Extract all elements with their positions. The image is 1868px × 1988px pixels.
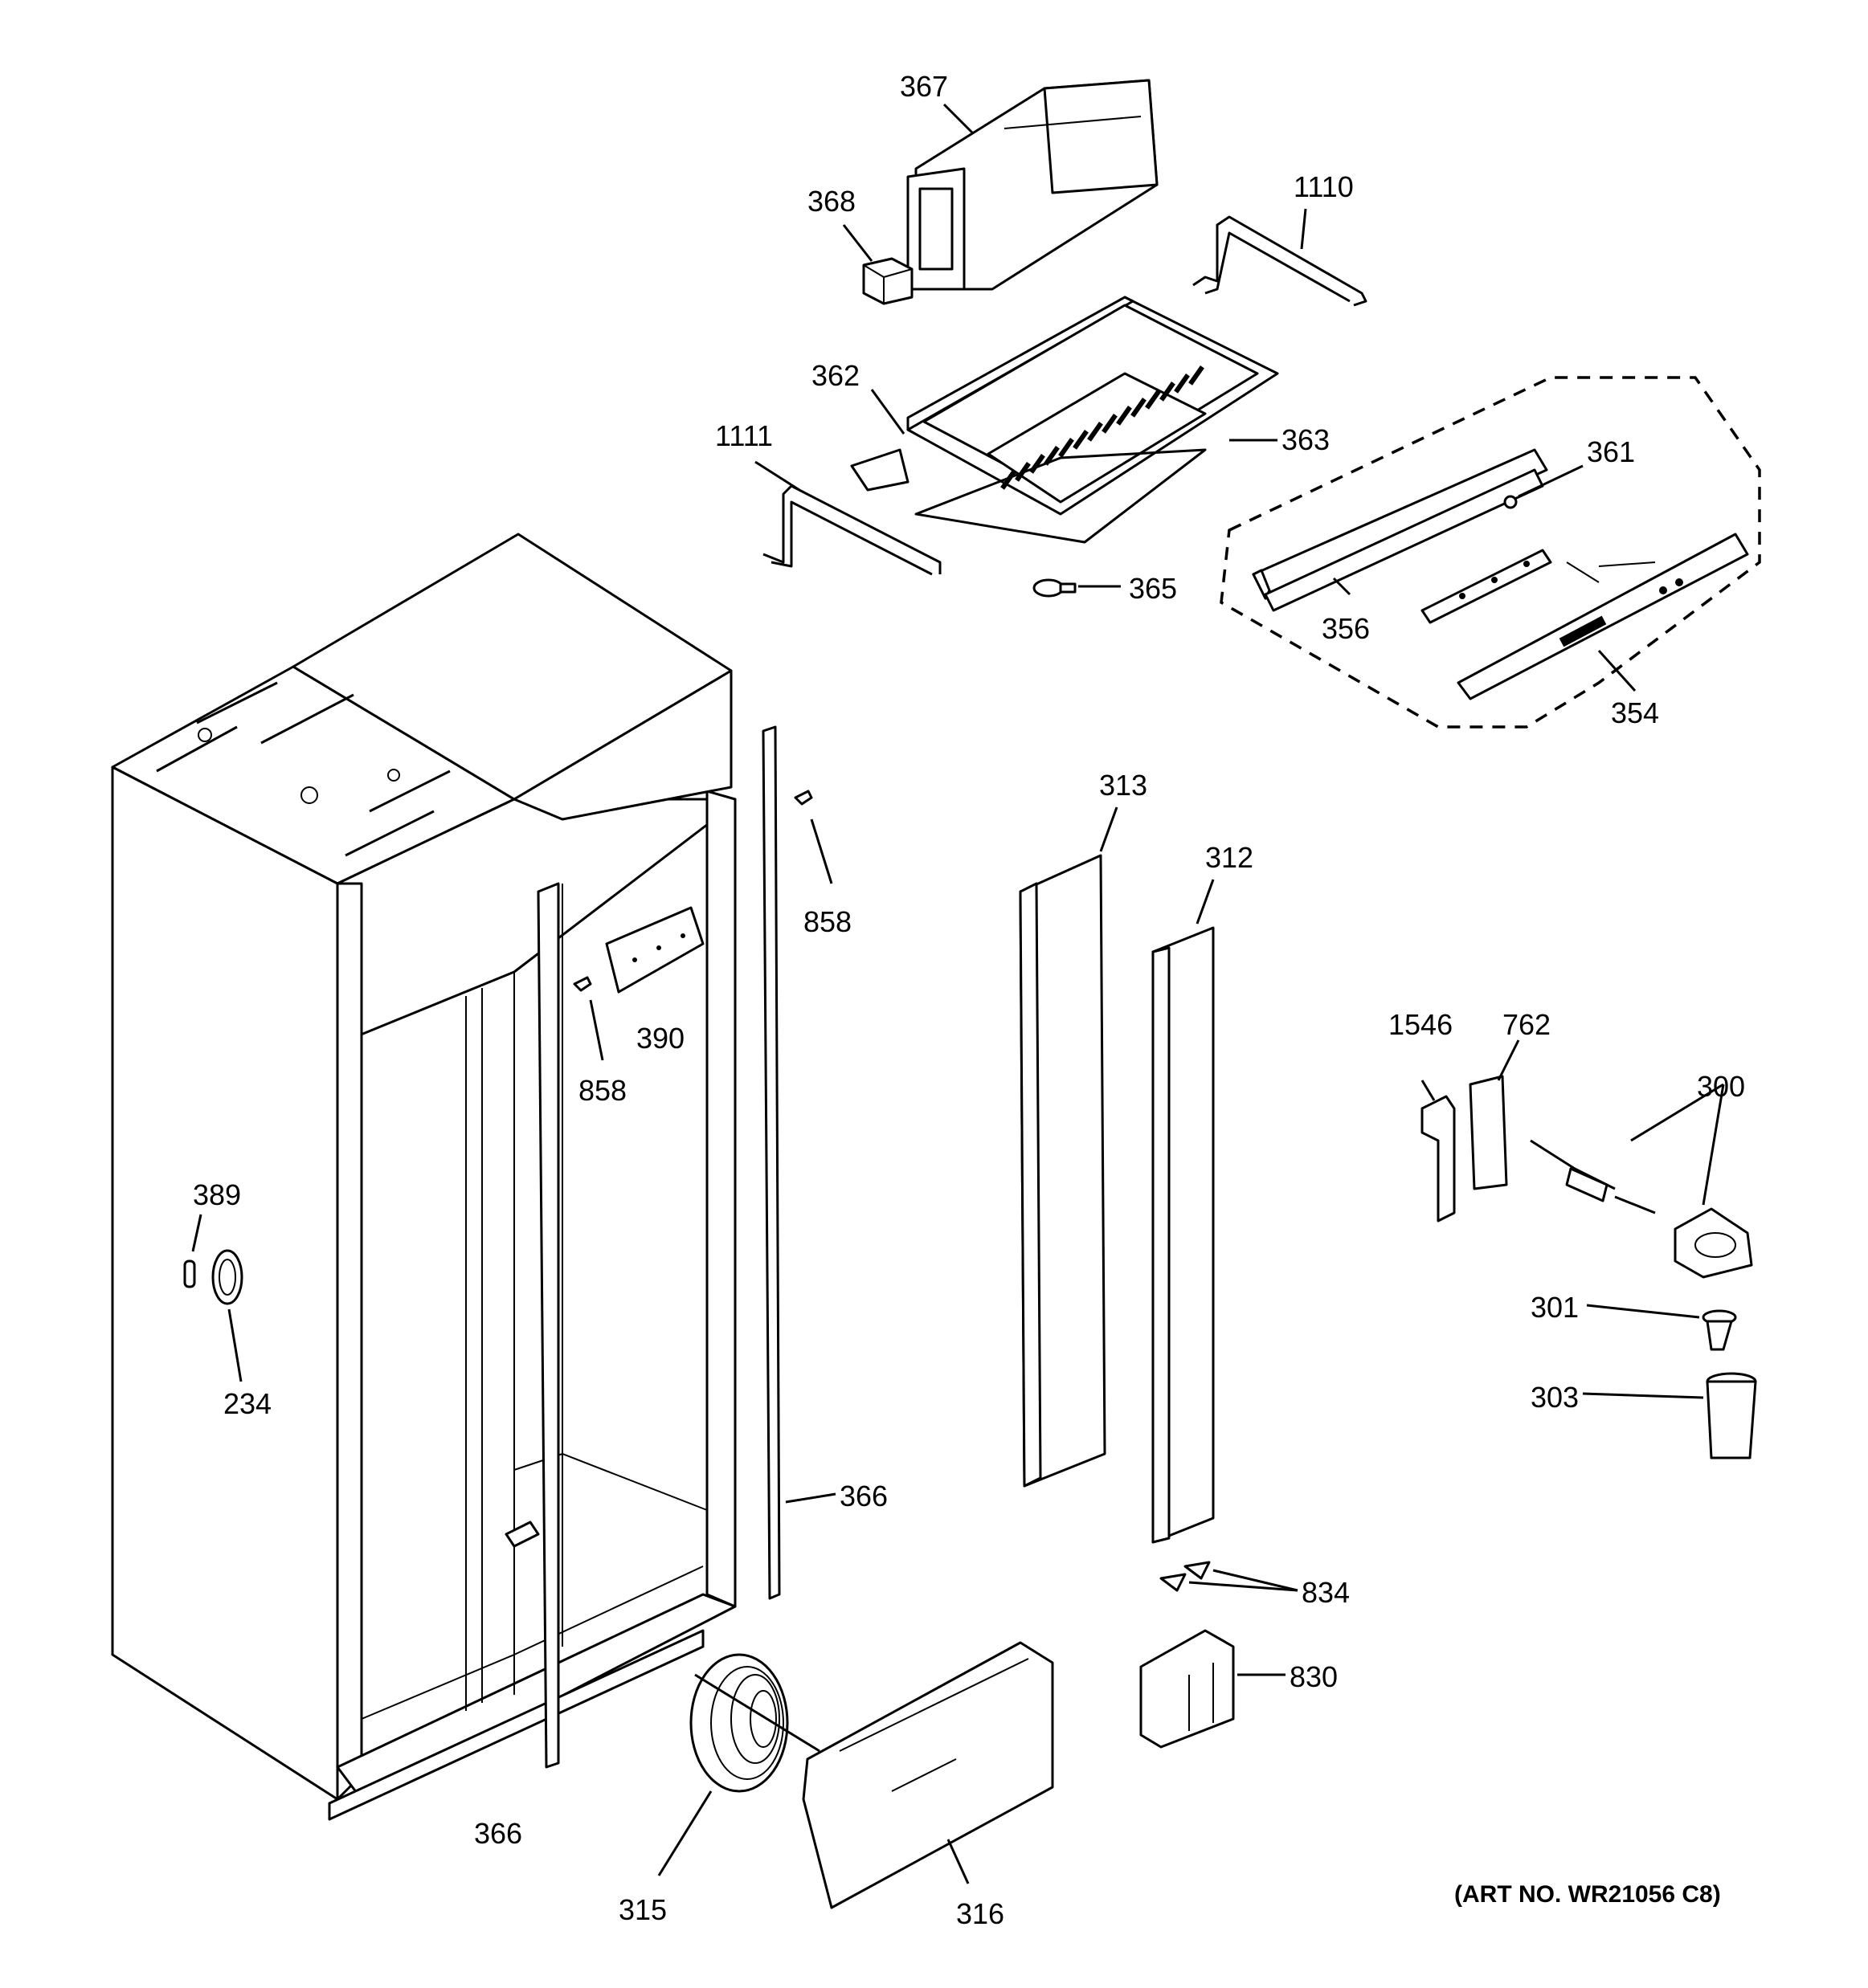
part-366-strip-right: [762, 725, 836, 1600]
label-313: 313: [1099, 769, 1147, 802]
part-362-housing: [850, 296, 1279, 516]
vent-slot: [1000, 469, 1016, 490]
part-303-filter: [1582, 1372, 1757, 1459]
control-panel: [1457, 533, 1749, 700]
part-368-block: [862, 257, 914, 305]
part-830-bracket: [1139, 1629, 1286, 1749]
label-356: 356: [1322, 612, 1370, 645]
part-300-valve: [1530, 1083, 1753, 1279]
part-234-grille: [211, 1249, 243, 1382]
label-362: 362: [811, 359, 860, 392]
part-390-plate: [605, 906, 705, 994]
label-363: 363: [1281, 423, 1330, 456]
label-366-front: 366: [474, 1817, 522, 1850]
label-762: 762: [1502, 1008, 1551, 1041]
part-315-fan: [657, 1653, 820, 1876]
part-858-screw-b: [573, 976, 604, 1061]
part-1111-bracket: [762, 484, 942, 576]
label-301: 301: [1531, 1291, 1579, 1324]
label-389: 389: [193, 1178, 241, 1211]
part-366-strip-front: [537, 882, 560, 1769]
part-312-channel: [1151, 879, 1215, 1544]
label-312: 312: [1205, 841, 1253, 874]
art-number: (ART NO. WR21056 C8): [1454, 1881, 1721, 1908]
control-board: [1420, 549, 1552, 624]
part-389-plug: [183, 1214, 202, 1288]
part-367-duct: [906, 79, 1159, 291]
label-390: 390: [636, 1022, 685, 1055]
vent-slot: [1058, 438, 1074, 458]
part-762-block: [1469, 1039, 1520, 1190]
label-315: 315: [619, 1893, 667, 1926]
vent-slot: [1159, 381, 1175, 402]
part-301-insert: [1586, 1304, 1737, 1351]
part-1546-bracket: [1420, 1080, 1456, 1223]
part-363-gasket: [914, 439, 1277, 544]
group-354-dashed-outline: [1220, 376, 1761, 729]
vent-slot: [1145, 389, 1161, 410]
vent-slot: [1102, 413, 1118, 434]
cabinet: [111, 533, 737, 1821]
vent-slot: [1044, 446, 1060, 466]
label-1110: 1110: [1294, 170, 1354, 203]
label-858-b: 858: [578, 1074, 627, 1107]
label-858-a: 858: [803, 905, 852, 938]
part-365-clip: [1032, 578, 1077, 598]
label-1546: 1546: [1388, 1008, 1453, 1041]
label-303: 303: [1531, 1381, 1579, 1414]
part-1110-bracket: [1192, 215, 1367, 307]
vent-slot: [1188, 365, 1204, 386]
part-834-feet: [1159, 1561, 1298, 1592]
part-313-channel: [1019, 806, 1118, 1488]
label-366-right: 366: [840, 1480, 888, 1512]
part-858-screw-a: [794, 790, 833, 884]
vent-slot: [1174, 373, 1190, 394]
label-234: 234: [223, 1387, 272, 1420]
label-361: 361: [1587, 435, 1635, 468]
vent-slot: [1116, 405, 1132, 426]
part-316-panel: [802, 1641, 1054, 1909]
vent-slot: [1130, 397, 1147, 418]
vent-slot: [1087, 422, 1103, 442]
label-300: 300: [1697, 1070, 1745, 1103]
label-1111: 1111: [715, 419, 773, 452]
part-361-screw: [1503, 464, 1584, 509]
label-834: 834: [1302, 1576, 1350, 1609]
vent-slot: [1073, 429, 1089, 450]
label-316: 316: [956, 1897, 1004, 1930]
label-368: 368: [807, 185, 856, 218]
label-354: 354: [1611, 696, 1659, 729]
label-365: 365: [1129, 572, 1177, 605]
label-830: 830: [1290, 1660, 1338, 1693]
label-367: 367: [900, 70, 948, 103]
